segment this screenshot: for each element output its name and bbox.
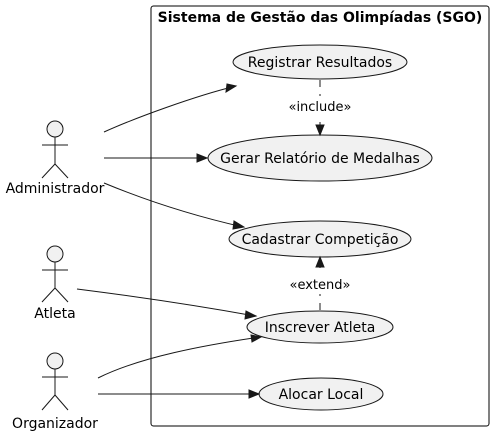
use-case-alocar-local[interactable]: Alocar Local bbox=[258, 377, 384, 411]
actor-right-leg bbox=[54, 287, 69, 303]
arrowhead bbox=[196, 153, 209, 163]
actor-label: Administrador bbox=[6, 181, 105, 197]
actor-right-leg bbox=[54, 163, 69, 179]
arrowhead bbox=[244, 310, 258, 320]
system-boundary-box bbox=[150, 5, 490, 427]
use-case-label: Alocar Local bbox=[279, 387, 364, 403]
actor-label: Organizador bbox=[12, 416, 98, 432]
use-case-label: Registrar Resultados bbox=[248, 55, 392, 71]
use-case-label: Cadastrar Competição bbox=[242, 232, 399, 248]
actor-head bbox=[46, 245, 64, 263]
association-administrador-cadastrar bbox=[103, 182, 246, 230]
actor-administrador[interactable]: Administrador bbox=[6, 120, 105, 197]
association-line bbox=[103, 85, 237, 133]
association-organizador-alocar bbox=[98, 389, 261, 399]
actor-head bbox=[46, 120, 64, 138]
arrowhead bbox=[225, 83, 238, 93]
actor-left-leg bbox=[41, 163, 56, 179]
include-label-bg bbox=[276, 96, 364, 116]
extend-relation: «extend» bbox=[281, 255, 359, 310]
arrowhead bbox=[248, 389, 261, 399]
association-atleta-inscrever bbox=[76, 288, 258, 320]
association-line bbox=[97, 336, 261, 379]
use-case-label: Gerar Relatório de Medalhas bbox=[220, 151, 420, 167]
use-case-inscrever-atleta[interactable]: Inscrever Atleta bbox=[246, 310, 394, 344]
system-title: Sistema de Gestão das Olimpíadas (SGO) bbox=[158, 10, 483, 26]
use-case-shape bbox=[232, 44, 408, 80]
include-label: «include» bbox=[288, 100, 351, 115]
extend-label-bg bbox=[281, 274, 359, 294]
actor-label: Atleta bbox=[34, 306, 75, 322]
actor-left-leg bbox=[41, 287, 56, 303]
arrowhead bbox=[315, 255, 325, 268]
arrowhead bbox=[250, 334, 263, 343]
association-administrador-registrar bbox=[103, 83, 238, 133]
use-case-shape bbox=[246, 310, 394, 344]
use-case-label: Inscrever Atleta bbox=[265, 320, 376, 336]
use-case-cadastrar-competicao[interactable]: Cadastrar Competição bbox=[228, 220, 412, 258]
actor-organizador[interactable]: Organizador bbox=[12, 352, 98, 432]
actor-atleta[interactable]: Atleta bbox=[34, 245, 76, 322]
actor-head bbox=[46, 352, 64, 370]
actor-left-leg bbox=[41, 394, 56, 411]
association-administrador-gerar bbox=[104, 153, 209, 163]
extend-label: «extend» bbox=[290, 278, 351, 293]
include-relation: «include» bbox=[276, 80, 364, 137]
use-case-gerar-relatorio[interactable]: Gerar Relatório de Medalhas bbox=[207, 134, 433, 182]
association-organizador-inscrever bbox=[97, 334, 263, 379]
use-case-registrar-resultados[interactable]: Registrar Resultados bbox=[232, 44, 408, 80]
system-boundary: Sistema de Gestão das Olimpíadas (SGO) bbox=[150, 5, 490, 427]
association-line bbox=[103, 182, 244, 228]
actor-right-leg bbox=[54, 394, 69, 411]
association-line bbox=[76, 288, 256, 317]
arrowhead bbox=[232, 220, 246, 230]
arrowhead bbox=[315, 124, 325, 137]
